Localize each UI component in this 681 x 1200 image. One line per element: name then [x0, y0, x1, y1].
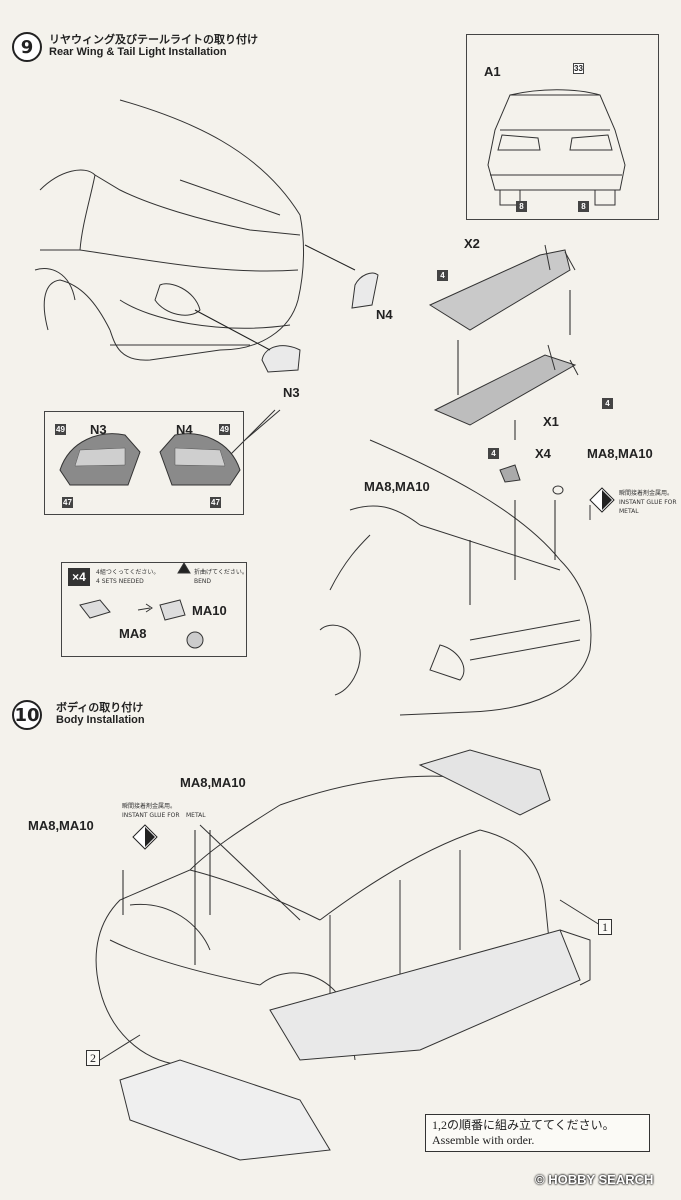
- part-n4: [351, 272, 379, 309]
- order-step-1: 1: [598, 919, 612, 935]
- step9-car-lower: [319, 439, 592, 716]
- color-49-left: 49: [55, 424, 66, 435]
- label-ma10: MA10: [192, 603, 227, 618]
- wing-x2: [428, 244, 576, 331]
- label-ma8-ma10-s10-left: MA8,MA10: [28, 818, 94, 833]
- assemble-order-en: Assemble with order.: [432, 1133, 535, 1147]
- label-x1: X1: [543, 414, 559, 429]
- label-ma8-ma10-right: MA8,MA10: [587, 446, 653, 461]
- taillight-drawings: [59, 433, 241, 486]
- times-four-badge: ×4: [68, 568, 90, 586]
- part-number-8-left: 8: [516, 201, 527, 212]
- glue-diamonds: [132, 487, 615, 850]
- color-47-right: 47: [210, 497, 221, 508]
- step9-car-rear: [34, 99, 304, 361]
- label-a1: A1: [484, 64, 501, 79]
- label-x4: X4: [535, 446, 551, 461]
- rear-view-car: [487, 89, 626, 206]
- sets-needed-en: 4 SETS NEEDED: [96, 578, 144, 585]
- part-number-4-x4: 4: [488, 448, 499, 459]
- wing-x1: [433, 344, 579, 426]
- glue-note-en1-s9: INSTANT GLUE FOR: [619, 499, 677, 506]
- bend-en: BEND: [194, 578, 212, 585]
- label-ma8-ma10-mid: MA8,MA10: [364, 479, 430, 494]
- rear-view-inset: [466, 34, 659, 220]
- taillight-detail-box: [44, 411, 244, 515]
- glue-note-jp-s9: 瞬間接着剤金属用。: [619, 490, 674, 497]
- watermark: © HOBBY SEARCH: [535, 1172, 654, 1187]
- ma8-assembly-box: [61, 562, 247, 657]
- step9-number: 9: [12, 32, 42, 62]
- step10-title-jp: ボディの取り付け: [56, 701, 144, 714]
- assemble-order-note: 1,2の順番に組み立ててください。 Assemble with order.: [425, 1114, 650, 1152]
- glue-note-en2-s9: METAL: [619, 508, 639, 515]
- bend-jp: 折曲げてください。: [194, 569, 248, 576]
- step9-title-jp: リヤウィング及びテールライトの取り付け: [49, 33, 258, 46]
- glue-note-jp-s10: 瞬間接着剤金属用。: [122, 803, 177, 810]
- assemble-order-jp: 1,2の順番に組み立ててください。: [432, 1118, 615, 1132]
- part-number-33: 33: [573, 63, 584, 74]
- label-n4: N4: [376, 307, 393, 322]
- label-ma8-ma10-s10-top: MA8,MA10: [180, 775, 246, 790]
- sets-needed-jp: 4組つくってください。: [96, 569, 160, 576]
- label-n3: N3: [283, 385, 300, 400]
- taillight-label-n3: N3: [90, 422, 107, 437]
- label-x2: X2: [464, 236, 480, 251]
- taillight-label-n4: N4: [176, 422, 193, 437]
- step9-title-en: Rear Wing & Tail Light Installation: [49, 46, 227, 58]
- glue-note-en-s10: INSTANT GLUE FOR: [122, 812, 180, 819]
- step10-number: 10: [12, 700, 42, 730]
- color-49-right: 49: [219, 424, 230, 435]
- label-ma8: MA8: [119, 626, 147, 641]
- part-number-4-x2: 4: [437, 270, 448, 281]
- order-step-2: 2: [86, 1050, 100, 1066]
- step10-car: [95, 749, 591, 1161]
- step10-title-en: Body Installation: [56, 714, 145, 726]
- glue-note-en2-s10: METAL: [186, 812, 206, 819]
- color-47-left: 47: [62, 497, 73, 508]
- part-number-4-x1: 4: [602, 398, 613, 409]
- part-n3: [261, 345, 301, 373]
- part-number-8-right: 8: [578, 201, 589, 212]
